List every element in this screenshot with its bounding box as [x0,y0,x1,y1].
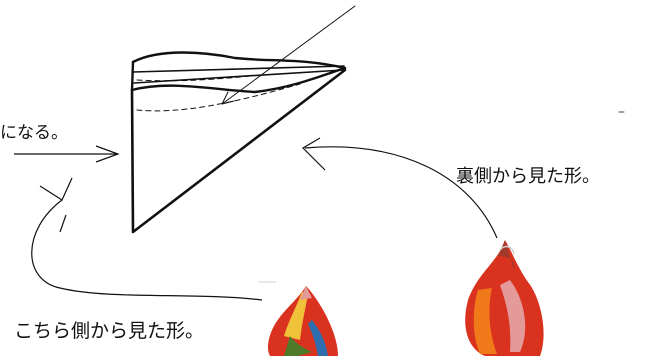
curved-arrow-right [302,137,498,239]
fabric-photo-front [258,281,338,356]
curved-arrow-bottom [31,177,263,301]
fabric-photo-back [465,240,544,356]
label-back-view: 裏側から見た形。 [456,166,600,187]
stray-dash-mark: – [618,104,625,120]
folded-cone-sketch [130,5,356,234]
label-front-view: こちら側から見た形。 [14,320,205,342]
label-left-text: になる。 [0,123,68,143]
arrow-left-to-cone [14,145,120,163]
